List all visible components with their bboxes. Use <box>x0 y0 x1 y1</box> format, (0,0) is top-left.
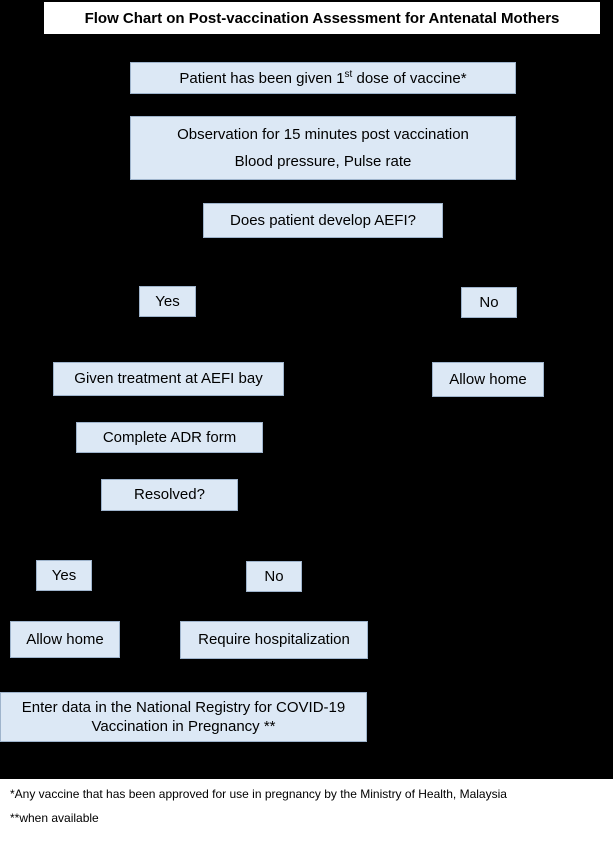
yes-node-2: Yes <box>36 560 92 591</box>
registry-line-2: Vaccination in Pregnancy ** <box>91 718 276 735</box>
observation-line-2: Blood pressure, Pulse rate <box>234 153 412 170</box>
yes-node-1: Yes <box>139 286 196 317</box>
adr-form-node: Complete ADR form <box>76 422 263 453</box>
footnote-vaccine: *Any vaccine that has been approved for … <box>10 787 507 801</box>
allow-home-node-2: Allow home <box>10 621 120 658</box>
page-title: Flow Chart on Post-vaccination Assessmen… <box>44 2 600 34</box>
observation-line-1: Observation for 15 minutes post vaccinat… <box>177 125 469 143</box>
treatment-node: Given treatment at AEFI bay <box>53 362 284 396</box>
observation-node: Observation for 15 minutes post vaccinat… <box>130 116 516 180</box>
allow-home-node-1: Allow home <box>432 362 544 397</box>
no-node-2: No <box>246 561 302 592</box>
registry-node: Enter data in the National Registry for … <box>0 692 367 742</box>
hospitalization-node: Require hospitalization <box>180 621 368 659</box>
resolved-node: Resolved? <box>101 479 238 511</box>
footnote-availability: **when available <box>10 811 99 825</box>
footnotes: *Any vaccine that has been approved for … <box>0 779 613 850</box>
aefi-question-node: Does patient develop AEFI? <box>203 203 443 238</box>
start-text: Patient has been given 1st dose of vacci… <box>179 68 467 87</box>
no-node-1: No <box>461 287 517 318</box>
start-node: Patient has been given 1st dose of vacci… <box>130 62 516 94</box>
registry-line-1: Enter data in the National Registry for … <box>21 698 346 716</box>
